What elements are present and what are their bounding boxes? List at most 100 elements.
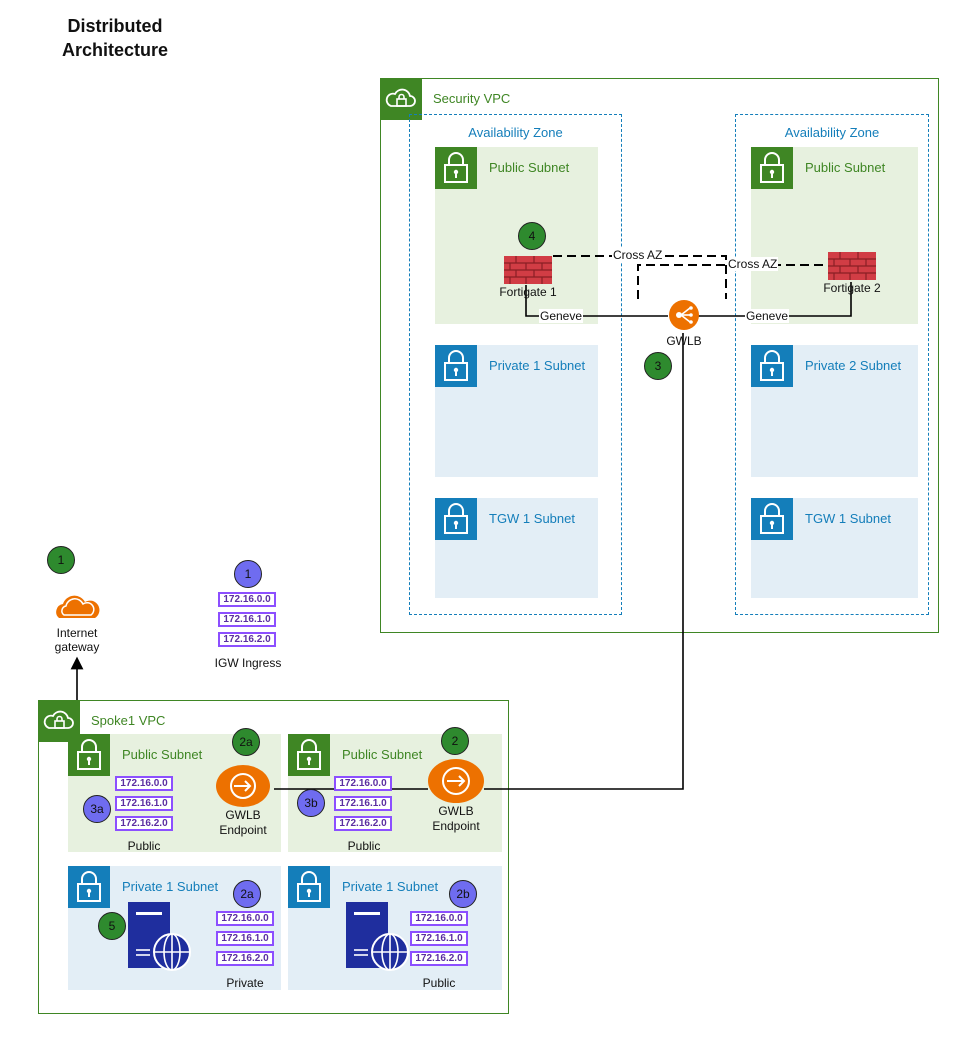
padlock-icon bbox=[68, 866, 110, 908]
rt-public-left-label: Public bbox=[127, 839, 161, 853]
route-entry: 172.16.2.0 bbox=[334, 816, 392, 831]
route-entry: 172.16.2.0 bbox=[410, 951, 468, 966]
cross-az-link-1 bbox=[553, 255, 727, 299]
padlock-icon bbox=[435, 345, 477, 387]
subnet-label: TGW 1 Subnet bbox=[489, 511, 575, 526]
subnet-label: Public Subnet bbox=[489, 160, 570, 175]
badge-rt-private-left: 2a bbox=[233, 880, 261, 908]
route-entry: 172.16.2.0 bbox=[218, 632, 276, 647]
subnet-label: Public Subnet bbox=[805, 160, 886, 175]
subnet-label: Private 2 Subnet bbox=[805, 358, 902, 373]
badge-rt-public-right: 3b bbox=[297, 789, 325, 817]
security-public-subnet-left: Public Subnet bbox=[435, 147, 598, 324]
route-entry: 172.16.1.0 bbox=[218, 612, 276, 627]
fortigate-1-label: Fortigate 1 bbox=[499, 285, 557, 299]
route-entry: 172.16.0.0 bbox=[218, 592, 276, 607]
endpoint-right-label: GWLB Endpoint bbox=[432, 804, 480, 833]
badge-ingress: 1 bbox=[234, 560, 262, 588]
route-entry: 172.16.1.0 bbox=[115, 796, 173, 811]
badge-endpoint-right: 2 bbox=[441, 727, 469, 755]
diagram-title: Distributed Architecture bbox=[61, 16, 169, 60]
spoke-private-right-route-table: 172.16.0.0 172.16.1.0 172.16.2.0 bbox=[410, 911, 468, 971]
route-entry: 172.16.0.0 bbox=[115, 776, 173, 791]
spoke-public-right-route-table: 172.16.0.0 172.16.1.0 172.16.2.0 bbox=[334, 776, 392, 836]
internet-gateway-cloud-icon bbox=[56, 595, 100, 618]
padlock-icon bbox=[435, 147, 477, 189]
endpoint-left-label: GWLB Endpoint bbox=[219, 808, 267, 837]
badge-rt-public-left: 3a bbox=[83, 795, 111, 823]
geneve-label-2: Geneve bbox=[745, 309, 790, 323]
padlock-icon bbox=[68, 734, 110, 776]
availability-zone-left: Availability Zone bbox=[409, 114, 622, 615]
padlock-icon bbox=[751, 498, 793, 540]
az-left-label: Availability Zone bbox=[468, 125, 563, 140]
server-left bbox=[124, 900, 196, 972]
subnet-label: Public Subnet bbox=[122, 747, 203, 762]
firewall-icon bbox=[828, 252, 876, 280]
security-tgw-subnet-left: TGW 1 Subnet bbox=[435, 498, 598, 598]
subnet-label: Private 1 Subnet bbox=[122, 879, 219, 894]
badge-gwlb: 3 bbox=[644, 352, 672, 380]
padlock-icon bbox=[288, 734, 330, 776]
padlock-icon bbox=[435, 498, 477, 540]
badge-endpoint-left: 2a bbox=[232, 728, 260, 756]
security-public-subnet-right: Public Subnet bbox=[751, 147, 918, 324]
geneve-link-1 bbox=[525, 285, 668, 317]
route-entry: 172.16.1.0 bbox=[334, 796, 392, 811]
route-entry: 172.16.0.0 bbox=[334, 776, 392, 791]
server-right bbox=[342, 900, 414, 972]
badge-rt-private-right: 2b bbox=[449, 880, 477, 908]
security-tgw-subnet-right: TGW 1 Subnet bbox=[751, 498, 918, 598]
gwlb-endpoint-left bbox=[214, 764, 272, 808]
padlock-icon bbox=[751, 147, 793, 189]
load-balancer-icon bbox=[669, 300, 699, 330]
badge-igw: 1 bbox=[47, 546, 75, 574]
spoke1-vpc-label: Spoke1 VPC bbox=[91, 713, 166, 728]
subnet-label: Private 1 Subnet bbox=[489, 358, 586, 373]
internet-gateway bbox=[53, 592, 101, 626]
endpoint-icon bbox=[216, 765, 270, 807]
internet-gateway-label: Internet gateway bbox=[54, 626, 100, 654]
subnet-label: TGW 1 Subnet bbox=[805, 511, 891, 526]
spoke1-vpc: Spoke1 VPC bbox=[38, 700, 509, 1014]
gwlb bbox=[668, 299, 700, 331]
route-entry: 172.16.0.0 bbox=[410, 911, 468, 926]
route-entry: 172.16.2.0 bbox=[115, 816, 173, 831]
rt-private-right-label: Public bbox=[422, 976, 456, 990]
gwlb-to-endpoint-link bbox=[484, 333, 684, 790]
gwlb-label: GWLB bbox=[666, 334, 702, 348]
availability-zone-right: Availability Zone bbox=[735, 114, 929, 615]
firewall-icon bbox=[504, 256, 552, 284]
az-right-label: Availability Zone bbox=[784, 125, 880, 140]
route-entry: 172.16.1.0 bbox=[216, 931, 274, 946]
igw-ingress-route-table: 172.16.0.0 172.16.1.0 172.16.2.0 bbox=[218, 592, 276, 652]
rt-public-right-label: Public bbox=[347, 839, 381, 853]
igw-ingress-label: IGW Ingress bbox=[214, 656, 282, 670]
padlock-icon bbox=[288, 866, 330, 908]
padlock-icon bbox=[751, 345, 793, 387]
fortigate-2-label: Fortigate 2 bbox=[823, 281, 881, 295]
subnet-label: Private 1 Subnet bbox=[342, 879, 439, 894]
security-private-subnet-right: Private 2 Subnet bbox=[751, 345, 918, 477]
endpoint-icon bbox=[428, 759, 484, 803]
route-entry: 172.16.0.0 bbox=[216, 911, 274, 926]
security-vpc-label: Security VPC bbox=[433, 91, 511, 106]
cross-az-label-1: Cross AZ bbox=[612, 248, 664, 262]
fortigate-1 bbox=[504, 256, 552, 284]
route-entry: 172.16.1.0 bbox=[410, 931, 468, 946]
server-globe-icon bbox=[128, 902, 191, 971]
spoke-private-left-route-table: 172.16.0.0 172.16.1.0 172.16.2.0 bbox=[216, 911, 274, 971]
gwlb-endpoint-right bbox=[426, 758, 486, 804]
badge-server-left: 5 bbox=[98, 912, 126, 940]
badge-fortigate: 4 bbox=[518, 222, 546, 250]
server-globe-icon bbox=[346, 902, 409, 971]
security-vpc: Security VPC bbox=[380, 78, 939, 633]
rt-private-left-label: Private bbox=[226, 976, 264, 990]
subnet-label: Public Subnet bbox=[342, 747, 423, 762]
cross-az-label-2: Cross AZ bbox=[727, 257, 779, 271]
spoke-public-left-route-table: 172.16.0.0 172.16.1.0 172.16.2.0 bbox=[115, 776, 173, 836]
geneve-label-1: Geneve bbox=[539, 309, 584, 323]
fortigate-2 bbox=[828, 252, 876, 280]
security-private-subnet-left: Private 1 Subnet bbox=[435, 345, 598, 477]
